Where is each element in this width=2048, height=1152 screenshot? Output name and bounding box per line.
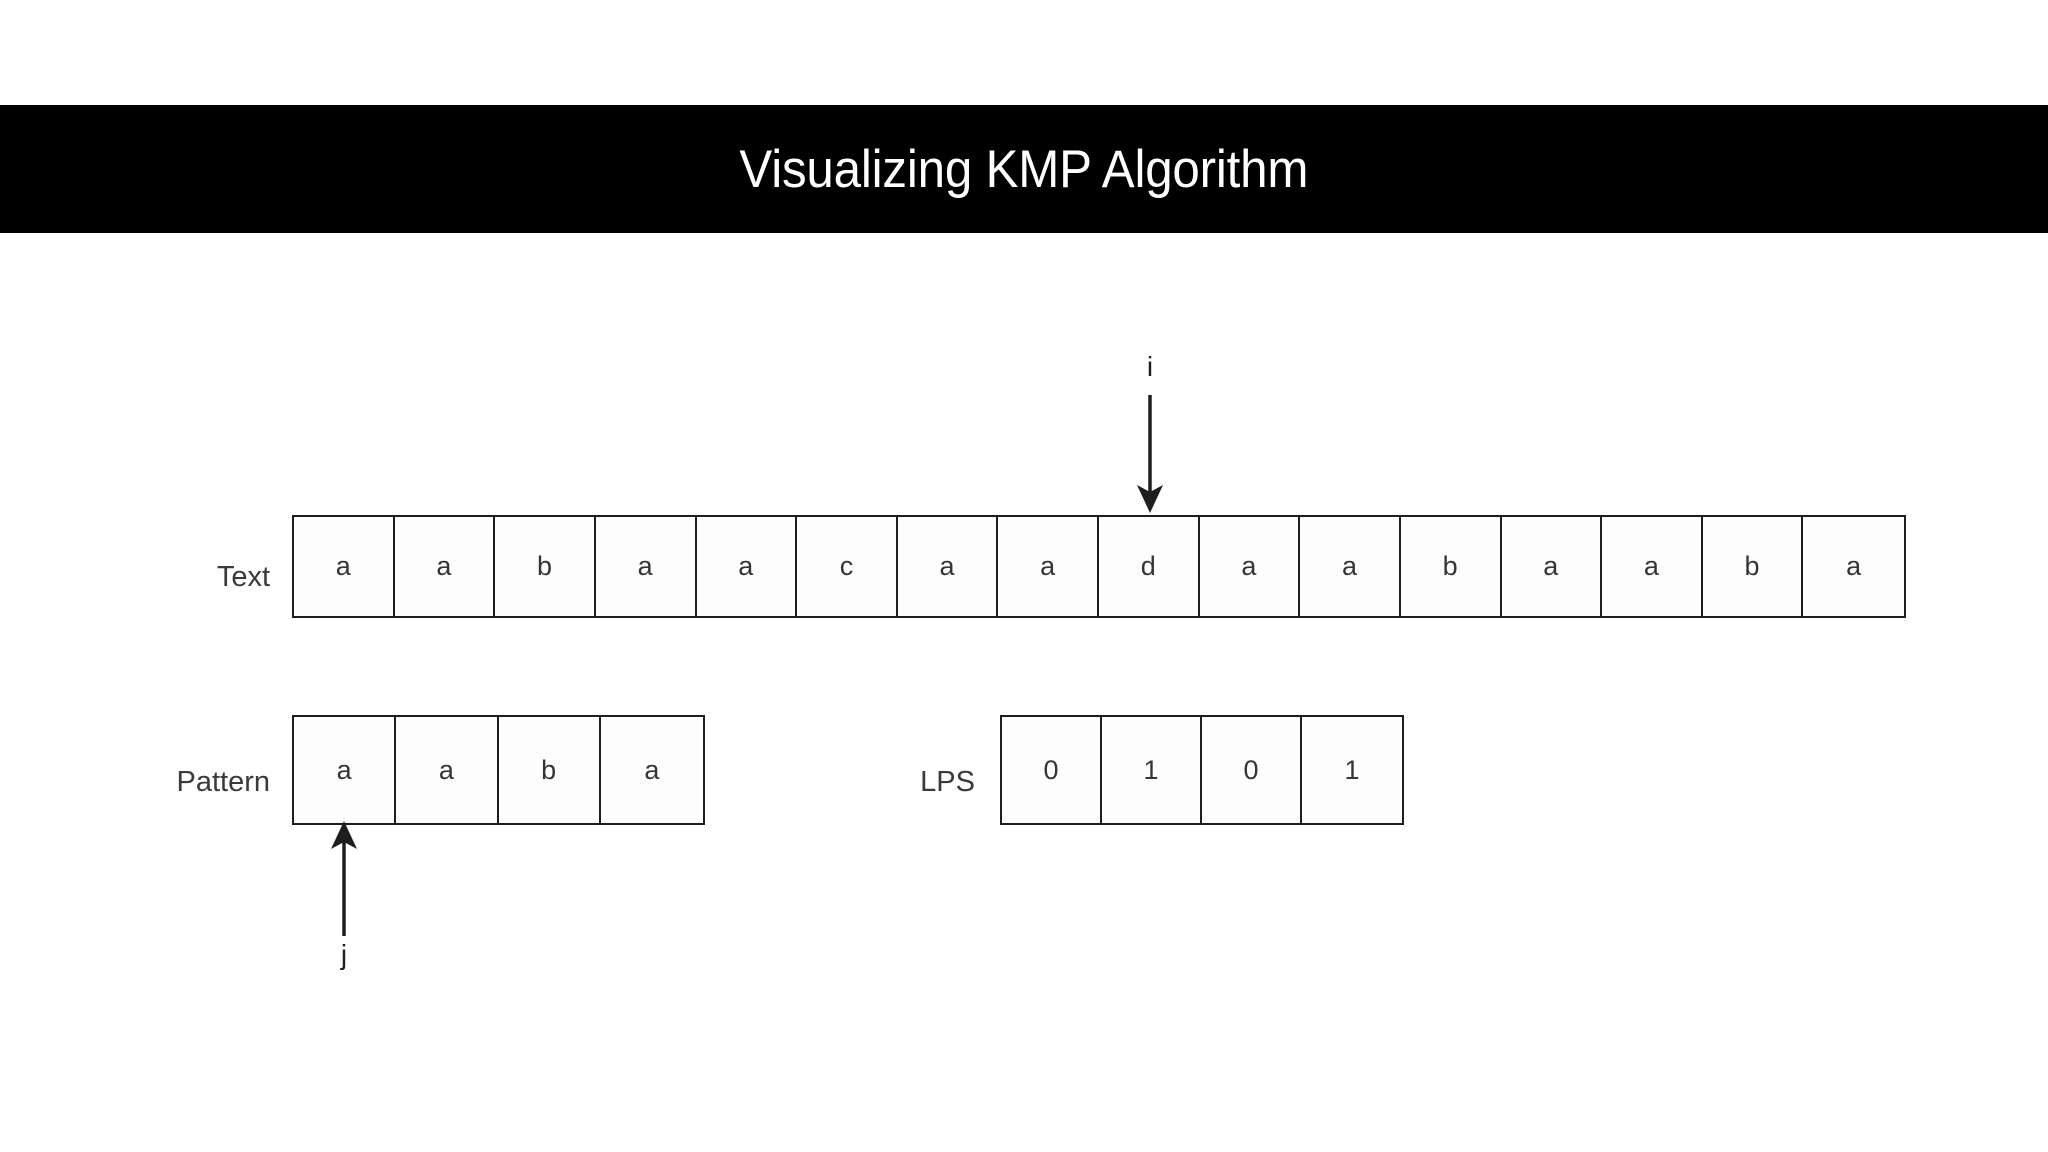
pattern-cell: b bbox=[498, 717, 601, 823]
pattern-row-label: Pattern bbox=[176, 766, 271, 798]
text-cell: a bbox=[595, 517, 697, 616]
pointer-i-label: i bbox=[1146, 351, 1154, 382]
page-title: Visualizing KMP Algorithm bbox=[739, 139, 1309, 199]
pointer-j: j bbox=[300, 821, 388, 986]
lps-row-label: LPS bbox=[920, 766, 975, 798]
text-cell: a bbox=[1199, 517, 1301, 616]
arrow-down-icon bbox=[1137, 395, 1163, 513]
pointer-j-label: j bbox=[340, 939, 348, 970]
text-cell: a bbox=[1803, 517, 1904, 616]
text-cell: a bbox=[1300, 517, 1401, 616]
text-cell: c bbox=[797, 517, 898, 616]
text-cell: a bbox=[998, 517, 1099, 616]
text-row-label: Text bbox=[216, 561, 270, 593]
lps-cell: 0 bbox=[1202, 717, 1302, 823]
lps-cell: 0 bbox=[1002, 717, 1102, 823]
text-cell: d bbox=[1099, 517, 1200, 616]
lps-cell: 1 bbox=[1302, 717, 1402, 823]
title-banner: Visualizing KMP Algorithm bbox=[0, 105, 2048, 233]
text-cell: b bbox=[495, 517, 596, 616]
text-cell: a bbox=[394, 517, 496, 616]
pattern-cell: a bbox=[600, 717, 703, 823]
pattern-cell: a bbox=[396, 717, 499, 823]
lps-cell: 1 bbox=[1102, 717, 1202, 823]
text-cell: a bbox=[294, 517, 395, 616]
text-cell: a bbox=[696, 517, 798, 616]
text-cell: a bbox=[1602, 517, 1703, 616]
arrow-up-icon bbox=[331, 821, 357, 936]
text-cell: a bbox=[897, 517, 999, 616]
text-cell: b bbox=[1702, 517, 1804, 616]
pointer-i: i bbox=[1106, 353, 1194, 518]
pattern-cell: a bbox=[294, 717, 397, 823]
text-cell: a bbox=[1501, 517, 1603, 616]
text-cell: b bbox=[1400, 517, 1502, 616]
